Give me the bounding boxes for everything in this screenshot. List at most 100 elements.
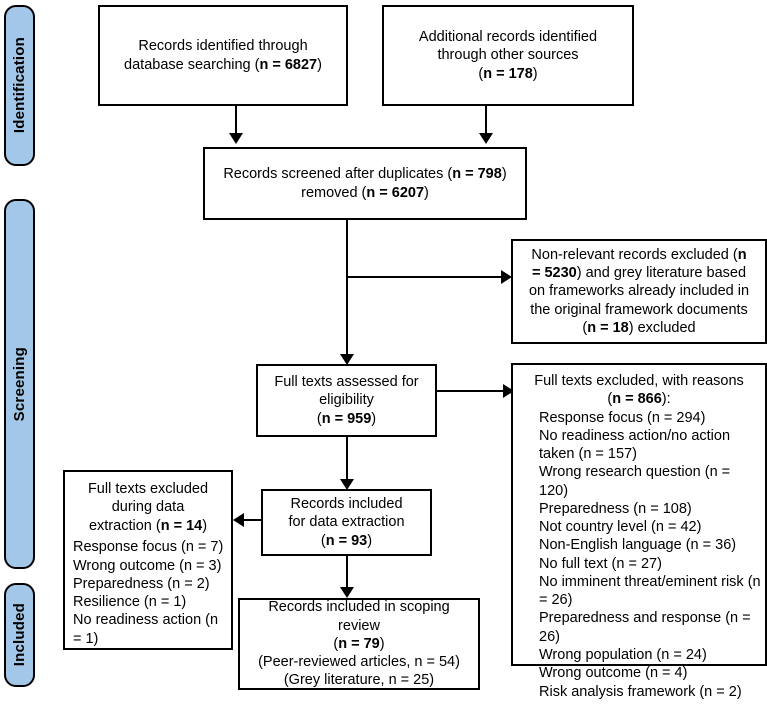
records-identified-line2: database searching (n = 6827)	[106, 56, 340, 74]
records-included-review-count: n = 79	[338, 635, 380, 652]
records-included-extraction-line2: for data extraction	[288, 514, 405, 531]
node-additional-records: Additional records identified through ot…	[382, 5, 634, 106]
node-records-identified-text: Records identified through database sear…	[100, 37, 346, 74]
additional-records-line3-post: )	[532, 65, 538, 82]
full-texts-excluded-heading: Full texts excluded, with reasons	[534, 373, 744, 389]
full-texts-excluded-count-pre: (	[607, 391, 613, 408]
stage-label-screening: Screening	[11, 346, 28, 422]
reason-item: Resilience (n = 1)	[73, 594, 187, 611]
non-relevant-line1-pre: Non-relevant records excluded (	[531, 246, 738, 263]
node-full-texts-assessed: Full texts assessed for eligibility (n =…	[256, 364, 437, 437]
node-records-included-review: Records included in scoping review (n = …	[238, 598, 480, 690]
full-texts-assessed-count: n = 959	[321, 410, 372, 427]
connector-fulltexts-to-excluded	[437, 390, 507, 392]
excluded-during-extraction-count: n = 14	[160, 517, 203, 534]
reason-item: No readiness action/no action taken (n =…	[539, 427, 731, 463]
records-screened-line2-post: )	[424, 184, 429, 201]
reason-item: Non-English language (n = 36)	[539, 537, 737, 554]
stage-label-included: Included	[11, 603, 28, 667]
records-included-review-line3-pre: (	[333, 635, 339, 652]
full-texts-excluded-count: n = 866	[612, 391, 662, 408]
node-records-included-review-text: Records included in scoping review (n = …	[240, 598, 478, 689]
node-records-identified: Records identified through database sear…	[98, 5, 348, 106]
records-screened-count: n = 6207	[366, 184, 425, 201]
records-screened-line1-pre: Records screened after duplicates (	[223, 166, 453, 183]
arrowhead-identified-to-screened	[229, 133, 243, 144]
node-records-included-extraction: Records included for data extraction (n …	[261, 489, 432, 556]
records-identified-line2-post: )	[317, 56, 322, 73]
full-texts-excluded-header: Full texts excluded, with reasons (n = 8…	[513, 365, 765, 409]
reason-item: Response focus (n = 7)	[73, 539, 224, 556]
full-texts-assessed-line1: Full texts assessed for	[274, 374, 419, 391]
stage-label-identification: Identification	[11, 37, 28, 134]
connector-identified-to-screened	[235, 105, 237, 136]
excluded-during-extraction-line3-pre: extraction (	[88, 517, 161, 534]
additional-records-line2: through other sources	[437, 47, 579, 64]
records-identified-line1: Records identified through	[138, 38, 308, 55]
records-included-review-line3-post: )	[379, 635, 385, 652]
node-non-relevant-excluded: Non-relevant records excluded (n = 5230)…	[511, 239, 767, 344]
arrowhead-trunk-to-nonrelevant	[501, 270, 512, 284]
reason-item: No imminent threat/eminent risk (n = 26)	[539, 573, 761, 609]
connector-fulltexts-to-included	[346, 437, 348, 482]
non-relevant-line2: = 5230) and grey literature based	[519, 264, 759, 282]
records-screened-duplicates-count: n = 798	[452, 166, 502, 183]
non-relevant-line5-pre: (	[582, 319, 588, 336]
connector-screened-trunk	[346, 220, 348, 358]
reason-item: No readiness action (n = 1)	[73, 612, 219, 647]
node-records-included-extraction-text: Records included for data extraction (n …	[263, 495, 430, 550]
reason-item: Not country level (n = 42)	[539, 519, 702, 536]
records-screened-line2: removed (n = 6207)	[211, 184, 519, 202]
additional-records-line3-pre: (	[478, 65, 484, 82]
records-included-review-line2: review	[338, 617, 380, 634]
reason-item: Wrong population (n = 24)	[539, 646, 707, 663]
non-relevant-line5: (n = 18) excluded	[519, 319, 759, 337]
reason-item: Wrong research question (n = 120)	[539, 464, 731, 499]
additional-records-line3: (n = 178)	[390, 65, 626, 83]
excluded-during-extraction-line1: Full texts excluded	[87, 481, 209, 497]
full-texts-excluded-count-line: (n = 866):	[519, 390, 759, 408]
full-texts-assessed-line3-pre: (	[316, 410, 322, 427]
non-relevant-line3: on frameworks already included in	[528, 283, 750, 300]
records-included-review-line5: (Grey literature, n = 25)	[283, 672, 435, 689]
node-non-relevant-excluded-text: Non-relevant records excluded (n = 5230)…	[513, 246, 765, 337]
non-relevant-line4: the original framework documents	[530, 301, 748, 318]
records-included-extraction-line3: (n = 93)	[269, 532, 424, 550]
full-texts-assessed-line2: eligibility	[319, 392, 374, 409]
reason-item: Response focus (n = 294)	[539, 409, 706, 426]
full-texts-excluded-count-post: ):	[661, 391, 671, 408]
excluded-during-extraction-line3-post: )	[202, 517, 208, 534]
excluded-during-extraction-line2: during data	[111, 499, 185, 516]
node-full-texts-assessed-text: Full texts assessed for eligibility (n =…	[258, 373, 435, 428]
records-screened-line1: Records screened after duplicates (n = 7…	[211, 165, 519, 183]
reason-item: Wrong outcome (n = 3)	[73, 557, 222, 574]
reason-item: Wrong outcome (n = 4)	[539, 665, 688, 682]
reason-item: Risk analysis framework (n = 2)	[539, 683, 742, 700]
stage-bar-included: Included	[4, 583, 35, 687]
node-records-screened: Records screened after duplicates (n = 7…	[203, 147, 527, 220]
records-screened-line2-pre: removed (	[301, 184, 367, 201]
arrowhead-fulltexts-to-excluded	[503, 384, 514, 398]
records-included-extraction-line3-post: )	[367, 532, 373, 549]
additional-records-line1: Additional records identified	[418, 29, 598, 46]
non-relevant-line1: Non-relevant records excluded (n	[519, 246, 759, 264]
non-relevant-line5-post: ) excluded	[628, 319, 696, 336]
arrowhead-included-to-scoping	[340, 587, 354, 598]
excluded-during-extraction-header: Full texts excluded during data extracti…	[65, 472, 231, 535]
node-additional-records-text: Additional records identified through ot…	[384, 28, 632, 83]
records-screened-line1-post: )	[501, 166, 507, 183]
reason-item: Preparedness (n = 2)	[73, 575, 210, 592]
non-relevant-line2-post: ) and grey literature based	[576, 265, 747, 282]
node-full-texts-excluded-reasons: Full texts excluded, with reasons (n = 8…	[511, 363, 767, 700]
arrowhead-additional-to-screened	[479, 133, 493, 144]
stage-bar-identification: Identification	[4, 5, 35, 166]
records-included-extraction-line3-pre: (	[320, 532, 326, 549]
non-relevant-count: = 5230	[531, 265, 577, 282]
arrowhead-fulltexts-to-included	[340, 479, 354, 490]
records-identified-line2-pre: database searching (	[124, 56, 260, 73]
node-excluded-during-extraction: Full texts excluded during data extracti…	[63, 470, 233, 650]
excluded-during-extraction-reason-list: Response focus (n = 7) Wrong outcome (n …	[65, 538, 231, 648]
connector-included-to-scoping	[346, 556, 348, 590]
full-texts-assessed-line3: (n = 959)	[264, 410, 429, 428]
